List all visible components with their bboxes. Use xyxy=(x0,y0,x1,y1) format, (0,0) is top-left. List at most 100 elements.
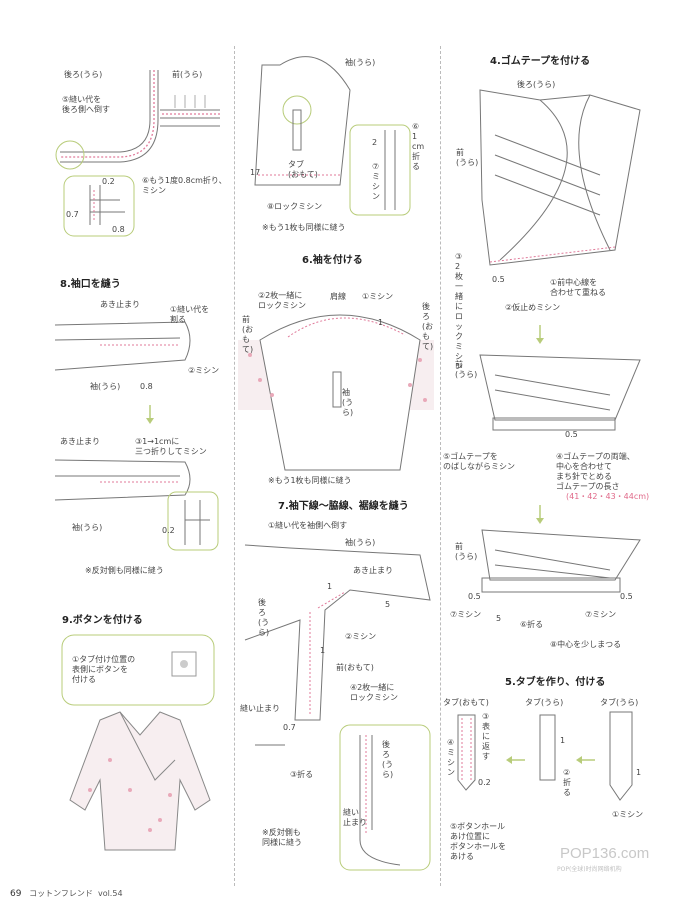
s6-step2: ②2枚一緒に ロックミシン xyxy=(258,291,306,310)
watermark-sub: POP(全球)时尚网络机构 xyxy=(557,866,622,873)
s5-step2: ② 折 る xyxy=(563,768,571,797)
label-back-inside: 後ろ(うら) xyxy=(64,70,103,79)
s4-step8: ⑧中心を少しまつる xyxy=(550,640,622,649)
s4-front: 前 (うら) xyxy=(456,148,479,167)
s7-step4: ④2枚一緒に ロックミシン xyxy=(350,683,398,702)
s4-step3: ③ 2 枚 一 緒 に ロ ッ ク ミ シ ン xyxy=(455,252,463,371)
s7-open-end: あき止まり xyxy=(353,566,393,575)
section-title-9: 9.ボタンを付ける xyxy=(62,615,143,626)
s4-m05b: 0.5 xyxy=(565,430,578,439)
s8-m02: 0.2 xyxy=(162,526,175,535)
s6-shoulder: 肩線 xyxy=(330,292,346,301)
step5-label: ⑤縫い代を 後ろ側へ倒す xyxy=(62,95,110,114)
magazine-name: コットンフレンド xyxy=(29,889,93,898)
s8-step1: ①縫い代を 割る xyxy=(170,305,210,324)
page-number: 69 xyxy=(10,889,22,899)
s7-sleeve: 袖(うら) xyxy=(345,538,376,547)
mid-sleeve-label: 袖(うら) xyxy=(345,58,376,67)
s7-back: 後 ろ (う ら) xyxy=(258,598,270,637)
s4-m5: 5 xyxy=(496,614,502,623)
section-title-5: 5.タブを作り、付ける xyxy=(505,677,606,688)
s8-note: ※反対側も同様に縫う xyxy=(85,566,164,575)
s4-step7b: ⑦ミシン xyxy=(585,610,617,619)
s6-note: ※もう1枚も同様に縫う xyxy=(268,476,352,485)
s4-sizes: (41・42・43・44cm) xyxy=(566,492,650,501)
s6-step1: ①ミシン xyxy=(362,292,394,301)
s8-step2: ②ミシン xyxy=(188,366,220,375)
s5-tab-back-1: タブ(うら) xyxy=(525,698,564,707)
s8-sleeve: 袖(うら) xyxy=(90,382,121,391)
column-divider-left xyxy=(234,46,236,886)
s4-m05c: 0.5 xyxy=(468,592,481,601)
page-footer: 69 コットンフレンド vol.54 xyxy=(10,888,123,899)
s4-m05: 0.5 xyxy=(492,275,505,284)
section-title-4: 4.ゴムテープを付ける xyxy=(490,56,591,67)
mid-note: ※もう1枚も同様に縫う xyxy=(262,223,346,232)
s8-open-end: あき止まり xyxy=(100,300,140,309)
measure-0-8: 0.8 xyxy=(112,225,125,234)
s5-tab-front: タブ(おもて) xyxy=(443,698,489,707)
s4-step4: ④ゴムテープの両端、 中心を合わせて まち針でとめる ゴムテープの長さ xyxy=(556,452,635,491)
s4-back: 後ろ(うら) xyxy=(517,80,556,89)
s7-m1: 1 xyxy=(327,582,333,591)
s7-front: 前(おもて) xyxy=(336,663,374,672)
s7-back-2: 後 ろ (う ら) xyxy=(382,740,394,779)
s4-front-3: 前 (うら) xyxy=(455,542,478,561)
s7-step2: ②ミシン xyxy=(345,632,377,641)
s5-step5: ⑤ボタンホール あけ位置に ボタンホールを あける xyxy=(450,822,506,861)
s7-step3: ③折る xyxy=(290,770,314,779)
s7-note: ※反対側も 同様に縫う xyxy=(262,828,302,847)
s5-step4: ④ ミ シ ン xyxy=(447,738,455,777)
section-title-8: 8.袖口を縫う xyxy=(60,279,121,290)
label-front-inside: 前(うら) xyxy=(172,70,203,79)
s4-step1: ①前中心線を 合わせて重ねる xyxy=(550,278,606,297)
measure-0-2: 0.2 xyxy=(102,177,115,186)
s5-step3: ③ 表 に 返 す xyxy=(482,712,490,761)
s6-front: 前 (お も て) xyxy=(242,315,254,354)
mid-step7: ⑦ ミ シ ン xyxy=(372,162,380,201)
s7-m07: 0.7 xyxy=(283,723,296,732)
s8-sleeve-2: 袖(うら) xyxy=(72,523,103,532)
s4-step7: ⑦ミシン xyxy=(450,610,482,619)
s8-m08: 0.8 xyxy=(140,382,153,391)
mid-step8: ⑧ロックミシン xyxy=(267,202,323,211)
s6-m1: 1 xyxy=(378,318,384,327)
s8-open-end-2: あき止まり xyxy=(60,437,100,446)
step6-label: ⑥もう1度0.8cm折り、 ミシン xyxy=(142,176,227,195)
s5-m1b: 1 xyxy=(636,768,642,777)
s7-m5: 5 xyxy=(385,600,391,609)
mid-m2: 2 xyxy=(372,138,378,147)
s7-hem-end-2: 縫い 止まり xyxy=(343,808,367,827)
s5-step1: ①ミシン xyxy=(612,810,644,819)
column-divider-right xyxy=(440,46,442,886)
watermark: POP136.com xyxy=(560,845,650,862)
s6-back: 後 ろ (お も て) xyxy=(422,302,434,351)
s8-step3: ③1→1cmに 三つ折りしてミシン xyxy=(135,437,207,456)
s5-tab-back-2: タブ(うら) xyxy=(600,698,639,707)
s4-step6: ⑥折る xyxy=(520,620,544,629)
s7-m1b: 1 xyxy=(320,646,326,655)
volume: vol.54 xyxy=(97,889,123,898)
section-title-6: 6.袖を付ける xyxy=(302,255,363,266)
s5-m02: 0.2 xyxy=(478,778,491,787)
mid-tab-label: タブ (おもて) xyxy=(288,160,318,179)
s5-m1: 1 xyxy=(560,736,566,745)
s4-step5: ⑤ゴムテープを のばしながらミシン xyxy=(443,452,515,471)
s4-step2: ②仮止めミシン xyxy=(505,303,561,312)
mid-step6: ⑥ 1 cm 折 る xyxy=(412,122,425,171)
s4-m05d: 0.5 xyxy=(620,592,633,601)
s7-hem-end: 縫い止まり xyxy=(240,704,280,713)
section-title-7: 7.袖下線～脇線、裾線を縫う xyxy=(278,501,409,512)
s6-sleeve: 袖 (う ら) xyxy=(342,388,354,417)
mid-m17: 17 xyxy=(250,168,261,177)
s9-step1: ①タブ付け位置の 表側にボタンを 付ける xyxy=(72,655,136,684)
s4-front-2: 前 (うら) xyxy=(455,360,478,379)
measure-0-7: 0.7 xyxy=(66,210,79,219)
